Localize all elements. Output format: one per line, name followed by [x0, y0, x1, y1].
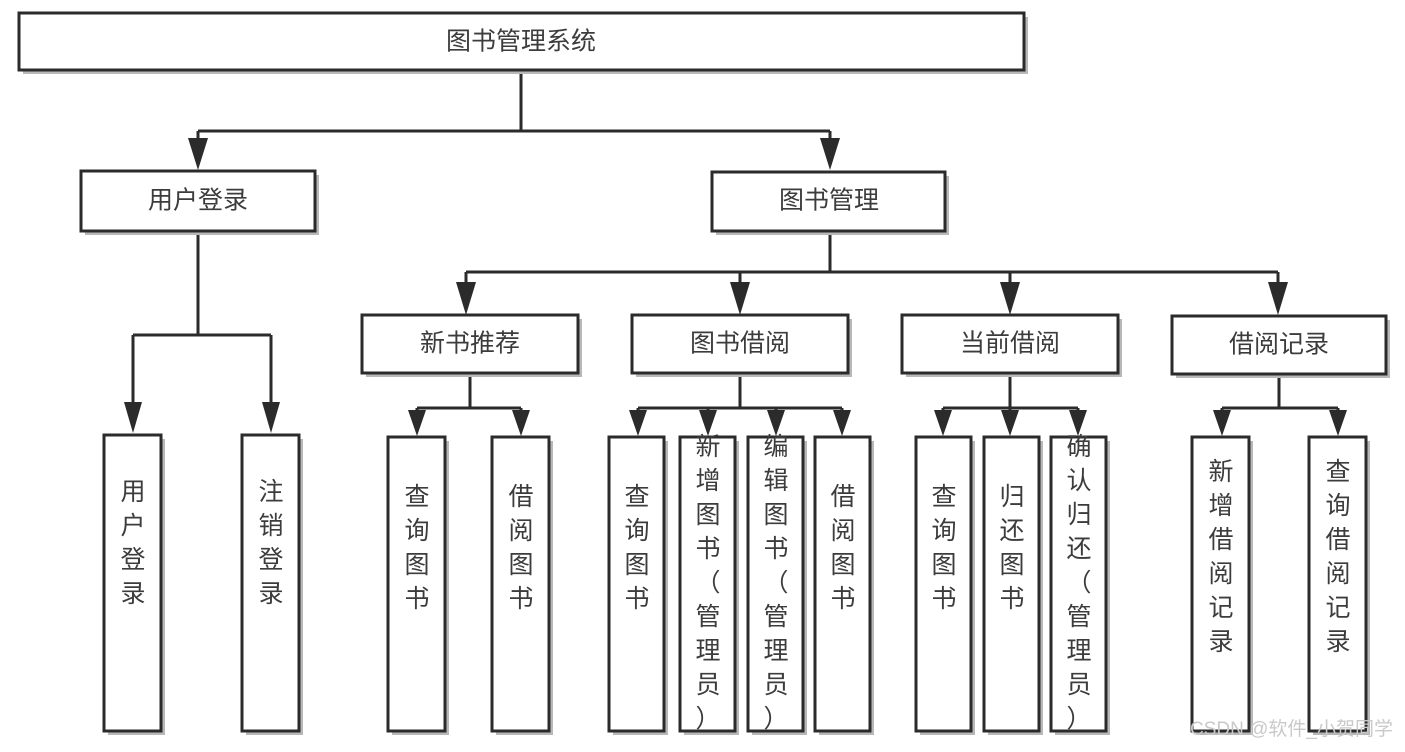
arrow-head-book-borrow [730, 282, 750, 315]
arrow-head-new-book-child-1 [408, 410, 426, 436]
node-leaf-query-borrow-record-label: 查询借阅记录 [1325, 458, 1350, 656]
arrow-head-new-book [456, 282, 476, 315]
node-leaf-add-borrow-record-box[interactable] [1190, 435, 1251, 733]
node-leaf-borrow-book-newbook-box[interactable] [490, 435, 551, 733]
node-leaf-borrow-book-borrow[interactable]: 借阅图书 [813, 435, 874, 735]
node-leaf-add-borrow-record[interactable]: 新增借阅记录 [1190, 435, 1253, 735]
node-user-login[interactable]: 用户登录 [79, 169, 319, 235]
node-book-management-box[interactable] [710, 170, 947, 233]
arrow-head-book-borrow-child-1 [629, 410, 647, 436]
node-leaf-confirm-return-box[interactable] [1049, 435, 1108, 733]
node-leaf-query-borrow-record[interactable]: 查询借阅记录 [1307, 435, 1370, 735]
node-book-management[interactable]: 图书管理 [710, 170, 949, 235]
arrow-head-book-borrow-child-3 [767, 410, 785, 436]
node-leaf-borrow-book-borrow-box[interactable] [813, 435, 872, 733]
node-book-management-label: 图书管理 [779, 187, 879, 215]
node-leaf-query-book-borrow[interactable]: 查询图书 [607, 435, 668, 735]
arrow-head-user-login-child-2 [262, 402, 280, 433]
arrow-head-current-borrow-child-1 [934, 410, 952, 436]
arrow-head-current-borrow-child-2 [1001, 410, 1019, 436]
arrow-head-borrow-record-child-2 [1329, 410, 1347, 436]
node-book-borrow[interactable]: 图书借阅 [630, 313, 852, 377]
node-leaf-confirm-return[interactable]: 确认归还（管理员） [1049, 433, 1110, 735]
node-root-box[interactable] [17, 11, 1026, 72]
edge-layer [124, 70, 1347, 436]
node-leaf-borrow-book-newbook-label: 借阅图书 [508, 483, 533, 613]
node-leaf-return-book-box[interactable] [982, 435, 1041, 733]
node-leaf-edit-book-label: 编辑图书（管理员） [763, 433, 788, 733]
node-leaf-borrow-book-newbook[interactable]: 借阅图书 [490, 435, 553, 735]
node-leaf-return-book[interactable]: 归还图书 [982, 435, 1043, 735]
node-leaf-user-login-label: 用户登录 [120, 478, 145, 608]
node-book-borrow-label: 图书借阅 [690, 330, 790, 358]
node-leaf-logout[interactable]: 注销登录 [240, 433, 303, 735]
node-leaf-add-borrow-record-label: 新增借阅记录 [1208, 458, 1233, 656]
node-leaf-query-book-newbook-label: 查询图书 [404, 483, 429, 613]
node-leaf-query-book-current-label: 查询图书 [931, 483, 956, 613]
node-borrow-record-label: 借阅记录 [1229, 331, 1329, 359]
node-leaf-add-book-box[interactable] [678, 435, 737, 733]
arrow-head-user-login [188, 138, 208, 170]
node-leaf-query-book-newbook[interactable]: 查询图书 [386, 435, 449, 735]
arrow-head-book-borrow-child-2 [699, 410, 717, 436]
node-leaf-add-book[interactable]: 新增图书（管理员） [678, 433, 739, 735]
node-leaf-confirm-return-label: 确认归还（管理员） [1066, 433, 1091, 733]
node-leaf-user-login-box[interactable] [102, 433, 163, 733]
node-root-label: 图书管理系统 [446, 28, 596, 56]
node-leaf-query-book-current[interactable]: 查询图书 [914, 435, 975, 735]
arrow-head-book-borrow-child-4 [833, 410, 851, 436]
arrow-head-book-mgmt [820, 138, 840, 170]
node-leaf-query-book-current-box[interactable] [914, 435, 973, 733]
node-leaf-logout-label: 注销登录 [258, 478, 283, 608]
csdn-watermark: CSDN @软件_小贺同学 [1190, 718, 1393, 740]
node-book-borrow-box[interactable] [630, 313, 850, 375]
node-current-borrow[interactable]: 当前借阅 [900, 313, 1122, 377]
node-new-book-recommend-box[interactable] [360, 313, 580, 375]
node-root[interactable]: 图书管理系统 [17, 11, 1028, 74]
node-current-borrow-box[interactable] [900, 313, 1120, 375]
node-leaf-add-book-label: 新增图书（管理员） [695, 433, 720, 733]
arrow-head-user-login-child-1 [124, 402, 142, 433]
arrow-head-borrow-record [1268, 282, 1288, 315]
node-leaf-borrow-book-borrow-label: 借阅图书 [830, 483, 855, 613]
node-user-login-box[interactable] [79, 169, 317, 233]
node-leaf-return-book-label: 归还图书 [999, 483, 1024, 613]
node-leaf-query-book-newbook-box[interactable] [386, 435, 447, 733]
node-user-login-label: 用户登录 [148, 187, 248, 215]
node-leaf-query-book-borrow-label: 查询图书 [624, 483, 649, 613]
node-current-borrow-label: 当前借阅 [960, 330, 1060, 358]
node-leaf-query-book-borrow-box[interactable] [607, 435, 666, 733]
arrow-head-borrow-record-child-1 [1213, 410, 1231, 436]
node-leaf-logout-box[interactable] [240, 433, 301, 733]
arrow-head-current-borrow-child-3 [1069, 410, 1087, 436]
arrow-head-current-borrow [1000, 282, 1020, 315]
node-new-book-recommend-label: 新书推荐 [420, 330, 520, 358]
node-leaf-query-borrow-record-box[interactable] [1307, 435, 1368, 733]
node-borrow-record-box[interactable] [1170, 314, 1388, 376]
node-borrow-record[interactable]: 借阅记录 [1170, 314, 1390, 378]
node-leaf-edit-book-box[interactable] [746, 435, 805, 733]
node-leaf-edit-book[interactable]: 编辑图书（管理员） [746, 433, 807, 735]
arrow-head-new-book-child-2 [512, 410, 530, 436]
node-leaf-user-login[interactable]: 用户登录 [102, 433, 165, 735]
node-new-book-recommend[interactable]: 新书推荐 [360, 313, 582, 377]
